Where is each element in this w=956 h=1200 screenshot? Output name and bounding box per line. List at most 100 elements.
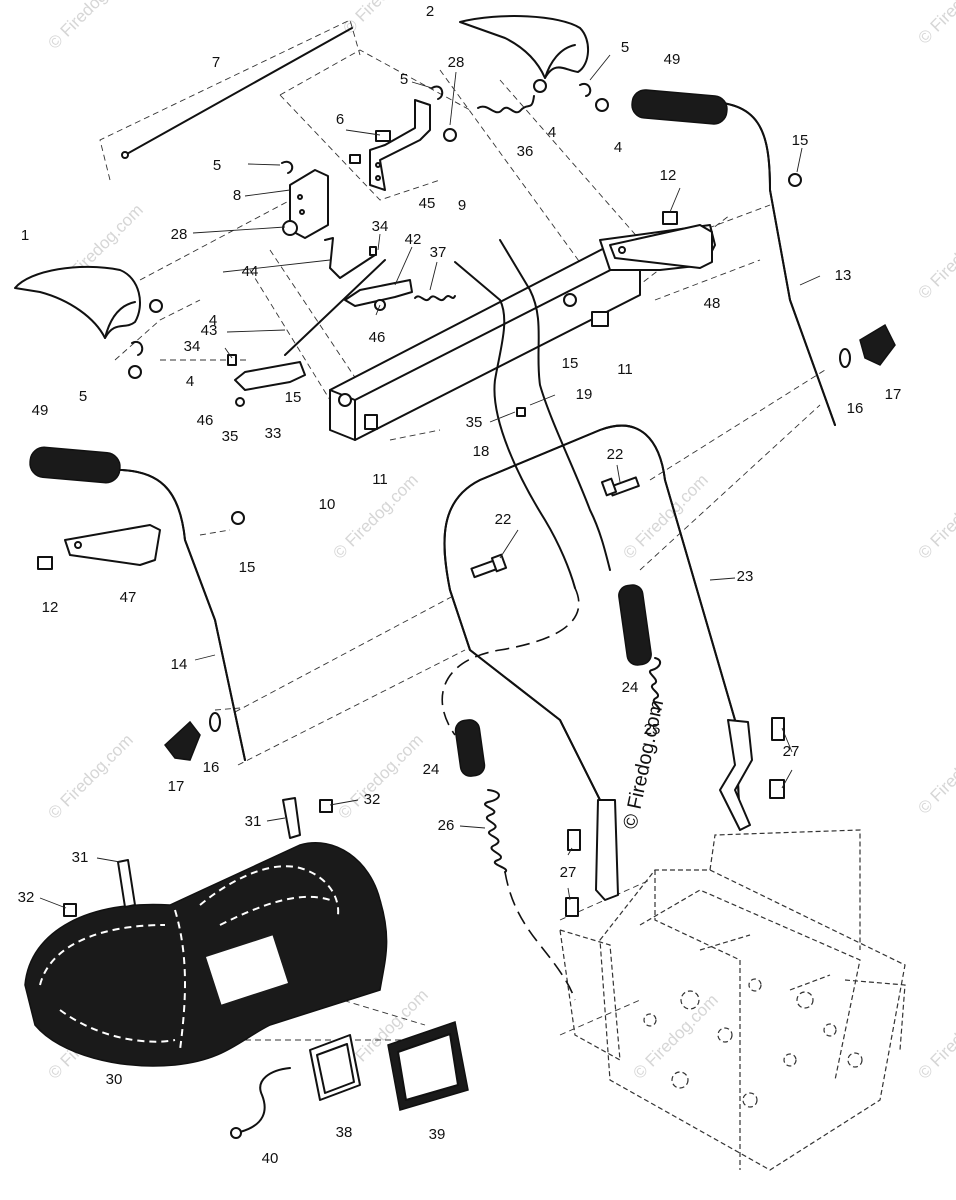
- callout-18: 18: [473, 443, 490, 460]
- part-37-spring: [414, 295, 456, 302]
- part-31-bolt: [117, 797, 301, 908]
- callout-38: 38: [336, 1124, 353, 1141]
- callout-37: 37: [430, 244, 447, 261]
- watermark: © Firedog.com: [44, 730, 136, 822]
- auger-housing-phantom: [559, 829, 906, 1171]
- part-11-bolt: [364, 311, 609, 430]
- callout-32: 32: [18, 889, 35, 906]
- callout-34: 34: [372, 218, 389, 235]
- part-39-lamp: [387, 1021, 469, 1111]
- callout-16: 16: [203, 759, 220, 776]
- hardware-small-parts: [128, 79, 802, 525]
- callout-40: 40: [262, 1150, 279, 1167]
- part-16-washer-right: [839, 348, 851, 368]
- callout-5: 5: [213, 157, 221, 174]
- part-47-bracket: [64, 524, 161, 566]
- part-9-bracket: [369, 99, 431, 191]
- callout-28: 28: [448, 54, 465, 71]
- callout-2: 2: [426, 3, 434, 20]
- callout-46: 46: [369, 329, 386, 346]
- watermark: © Firedog.com: [44, 0, 136, 53]
- callout-15: 15: [239, 559, 256, 576]
- callout-39: 39: [429, 1126, 446, 1143]
- callout-44: 44: [242, 263, 259, 280]
- part-40-wire-harness: [230, 1067, 291, 1139]
- callout-45: 45: [419, 195, 436, 212]
- part-43-rod: [284, 259, 386, 356]
- callout-24: 24: [622, 679, 639, 696]
- callout-15: 15: [562, 355, 579, 372]
- callout-26: 26: [438, 817, 455, 834]
- callout-12: 12: [42, 599, 59, 616]
- callout-12: 12: [660, 167, 677, 184]
- callout-35: 35: [222, 428, 239, 445]
- callout-11: 11: [372, 471, 388, 488]
- callout-19: 19: [576, 386, 593, 403]
- part-19-cable: [499, 239, 611, 571]
- callout-15: 15: [792, 132, 809, 149]
- callout-10: 10: [319, 496, 336, 513]
- callout-42: 42: [405, 231, 422, 248]
- callout-36: 36: [517, 143, 534, 160]
- part-17-knob-left: [163, 720, 201, 761]
- part-22-bolt: [600, 476, 640, 497]
- callout-31: 31: [72, 849, 89, 866]
- callout-25: 25: [644, 721, 661, 738]
- watermark: © Firedog.com: [914, 210, 956, 302]
- part-44-link: [324, 237, 376, 279]
- watermark: © Firedog.com: [914, 470, 956, 562]
- callout-7: 7: [212, 54, 220, 71]
- watermark: © Firedog.com: [914, 725, 956, 817]
- callout-13: 13: [835, 267, 852, 284]
- callout-46: 46: [197, 412, 214, 429]
- part-26-spring: [484, 789, 508, 873]
- callout-22: 22: [607, 446, 624, 463]
- callout-8: 8: [233, 187, 241, 204]
- part-2-handle-cover: [459, 15, 589, 79]
- callout-1: 1: [21, 227, 29, 244]
- callout-16: 16: [847, 400, 864, 417]
- part-17-knob-right: [859, 323, 896, 366]
- part-23-lower-handle: [443, 424, 753, 901]
- callout-34: 34: [184, 338, 201, 355]
- callout-23: 23: [737, 568, 754, 585]
- callout-14: 14: [171, 656, 188, 673]
- callout-27: 27: [560, 864, 577, 881]
- callout-28: 28: [171, 226, 188, 243]
- part-18-cable: [454, 261, 576, 589]
- callout-49: 49: [32, 402, 49, 419]
- part-48-bracket: [609, 224, 713, 269]
- part-14-upper-handle: [109, 468, 246, 761]
- leader-lines: [39, 54, 821, 909]
- callout-4: 4: [209, 312, 217, 329]
- part-49-grip-right: [631, 89, 728, 125]
- callout-6: 6: [336, 111, 344, 128]
- callout-47: 47: [120, 589, 137, 606]
- callout-48: 48: [704, 295, 721, 312]
- watermark: © Firedog.com: [334, 730, 426, 822]
- callout-labels: 1 2 4 4 4 4 5 5 5 5 6 7 8 9 10 11 11 12 …: [18, 3, 902, 1167]
- part-36-spring: [477, 95, 535, 114]
- cable-routing-path: [441, 587, 580, 1001]
- part-42-lever: [344, 279, 413, 307]
- part-49-grip-left: [29, 446, 121, 484]
- callout-4: 4: [548, 124, 556, 141]
- part-25-spring: [649, 657, 662, 713]
- callout-17: 17: [885, 386, 902, 403]
- watermark: © Firedog.com: [914, 0, 956, 48]
- part-24-spring-sleeve: [454, 584, 652, 777]
- watermark: © Firedog.com: [629, 990, 721, 1082]
- part-1-handle-cover: [14, 265, 141, 339]
- part-38-lens: [309, 1034, 361, 1101]
- callout-5: 5: [79, 388, 87, 405]
- callout-35: 35: [466, 414, 483, 431]
- part-33-lever: [234, 361, 306, 391]
- callout-24: 24: [423, 761, 440, 778]
- callout-9: 9: [458, 197, 466, 214]
- callout-43: 43: [201, 322, 218, 339]
- callout-27: 27: [783, 743, 800, 760]
- part-7-shift-rod: [121, 27, 353, 159]
- callout-49: 49: [664, 51, 681, 68]
- callout-5: 5: [400, 71, 408, 88]
